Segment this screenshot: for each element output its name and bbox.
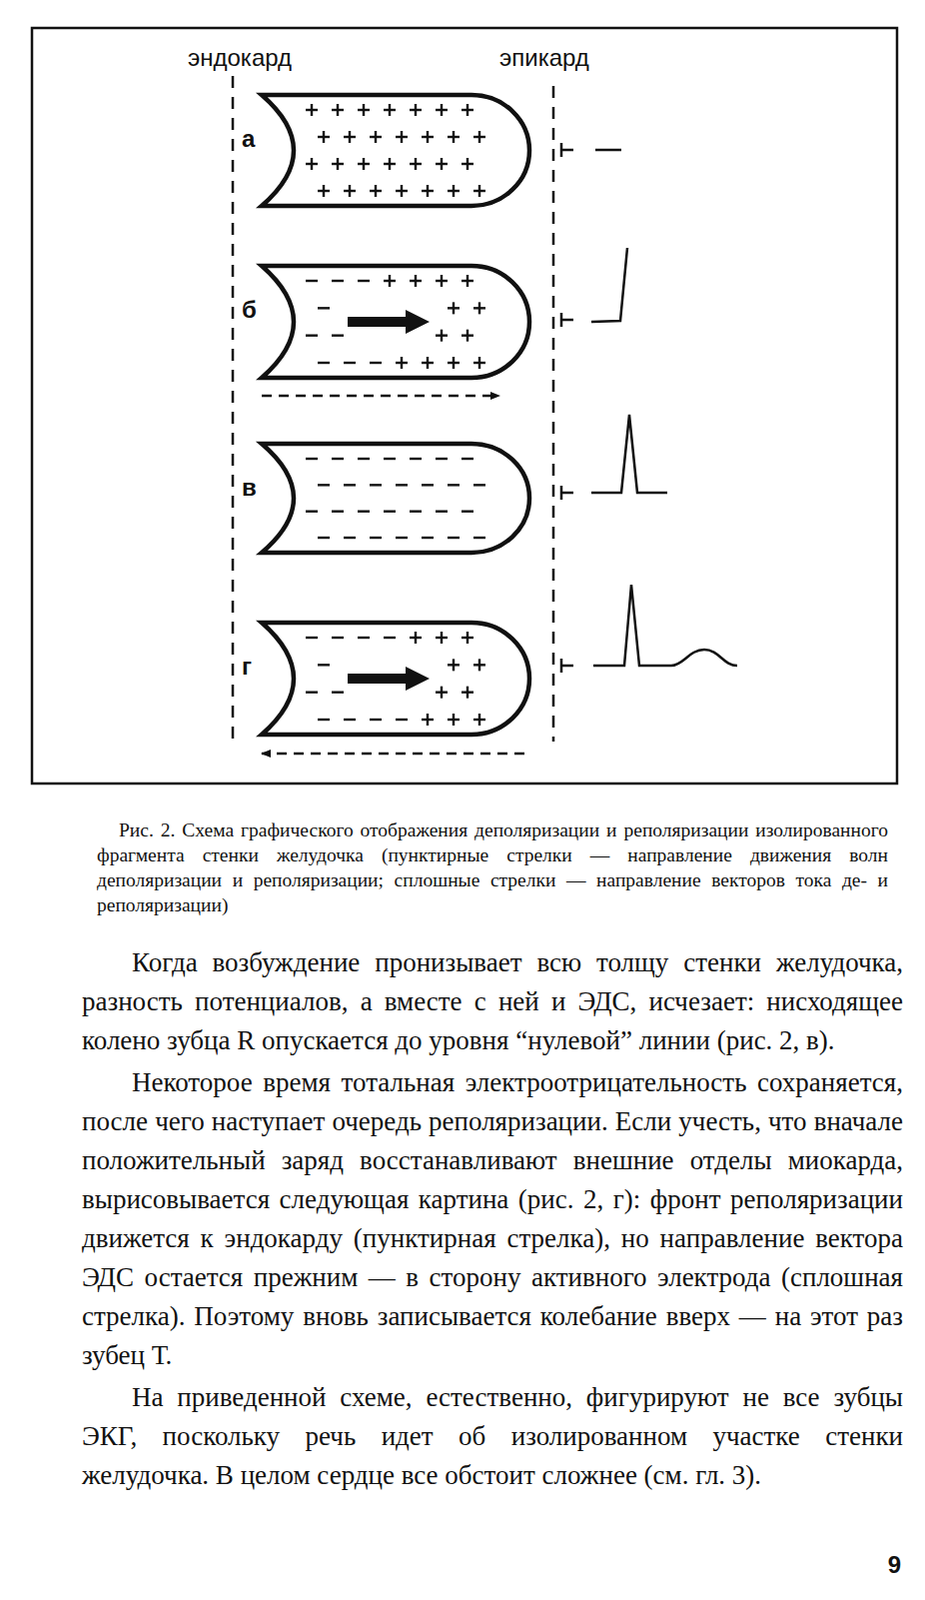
charge-signs	[305, 103, 486, 197]
fragment-outline	[237, 440, 534, 556]
muscle-fragment: в	[237, 440, 534, 556]
muscle-fragment: б	[237, 262, 534, 381]
fragment-letter: в	[241, 475, 257, 500]
body-paragraph: На приведенной схеме, естественно, фигур…	[81, 1377, 904, 1495]
fragment-letter: б	[241, 297, 257, 322]
fragment-shape	[261, 622, 530, 735]
charge-signs	[305, 458, 486, 538]
vector-arrow	[347, 666, 430, 691]
layer-label: эпикард	[499, 43, 630, 72]
muscle-fragment: а	[237, 91, 534, 209]
page-number: 9	[861, 1550, 902, 1579]
fragment-shape	[261, 94, 530, 206]
figure-caption: Рис. 2. Схема графического отображения д…	[96, 817, 889, 918]
depolarization-wave-arrow	[261, 394, 500, 398]
figure-frame	[31, 27, 898, 784]
repolarization-wave-arrow	[261, 752, 525, 756]
fragment-letter: г	[241, 654, 252, 679]
charge-signs	[305, 274, 486, 369]
endocard-line	[231, 75, 235, 745]
fragment-outline	[237, 91, 534, 209]
charge-signs	[305, 631, 486, 726]
body-paragraph: Некоторое время тотальная электроотрицат…	[81, 1062, 904, 1375]
epicard-line	[552, 85, 556, 742]
vector-arrow	[347, 309, 430, 334]
fragment-outline	[237, 262, 534, 381]
fragment-outline	[237, 619, 534, 738]
fragment-letter: а	[241, 126, 255, 151]
fragment-shape	[261, 265, 530, 378]
layer-label: эндокард	[187, 43, 338, 72]
fragment-shape	[261, 443, 530, 553]
body-paragraph: Когда возбуждение пронизывает всю толщу …	[81, 942, 904, 1060]
muscle-fragment: г	[237, 619, 534, 738]
ecg-traces	[561, 142, 738, 673]
electrode-symbol	[561, 142, 574, 673]
